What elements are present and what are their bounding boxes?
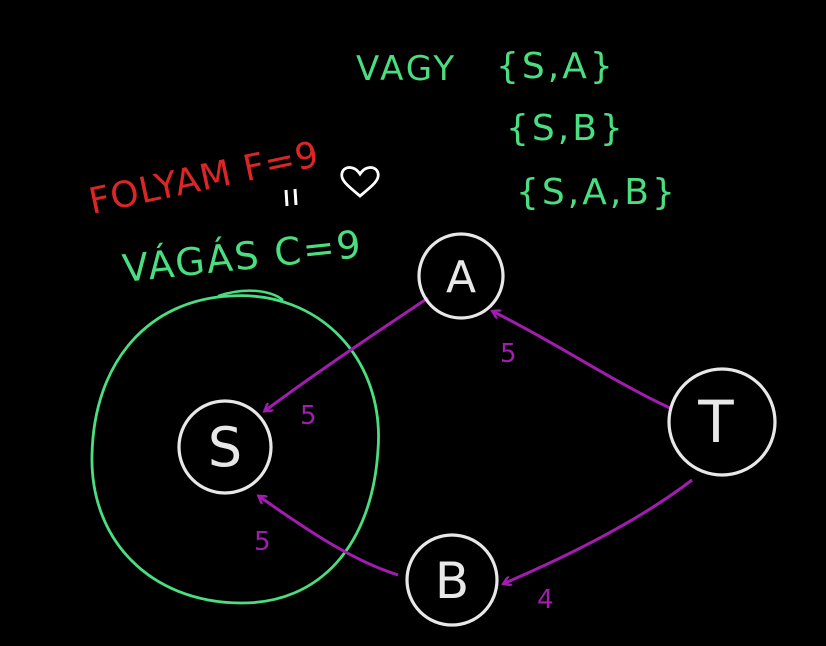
cut-set-1: {S,A}: [496, 46, 616, 87]
cut-label: VÁGÁS C=9: [120, 222, 364, 291]
flow-label: FOLYAM F=9: [85, 134, 323, 223]
node-t-label: T: [697, 388, 734, 456]
cut-circle-overlap: [217, 289, 284, 302]
node-s: S: [177, 399, 273, 495]
heart-icon: [340, 166, 380, 198]
edges: [260, 296, 693, 583]
node-b-label: B: [435, 552, 469, 610]
edge-t-to-b: [505, 478, 693, 583]
capacity-label-t-a: 5: [500, 339, 517, 369]
cut-circle: [90, 294, 380, 605]
cut-set-3: {S,A,B}: [516, 172, 678, 213]
edge-t-to-a: [494, 312, 671, 410]
node-t: T: [667, 367, 777, 477]
cut-set-2: {S,B}: [506, 108, 626, 149]
capacity-label-a-s: 5: [300, 401, 317, 431]
node-a: A: [417, 232, 505, 320]
capacity-label-b-s: 5: [254, 527, 271, 557]
edge-a-to-s: [266, 296, 429, 410]
equals-mark: [284, 188, 298, 207]
node-s-label: S: [208, 416, 242, 479]
vagy-label: VAGY: [356, 49, 457, 89]
edge-b-to-s: [260, 497, 399, 577]
capacity-label-t-b: 4: [537, 585, 554, 615]
node-a-label: A: [446, 252, 476, 303]
node-b: B: [405, 533, 499, 627]
